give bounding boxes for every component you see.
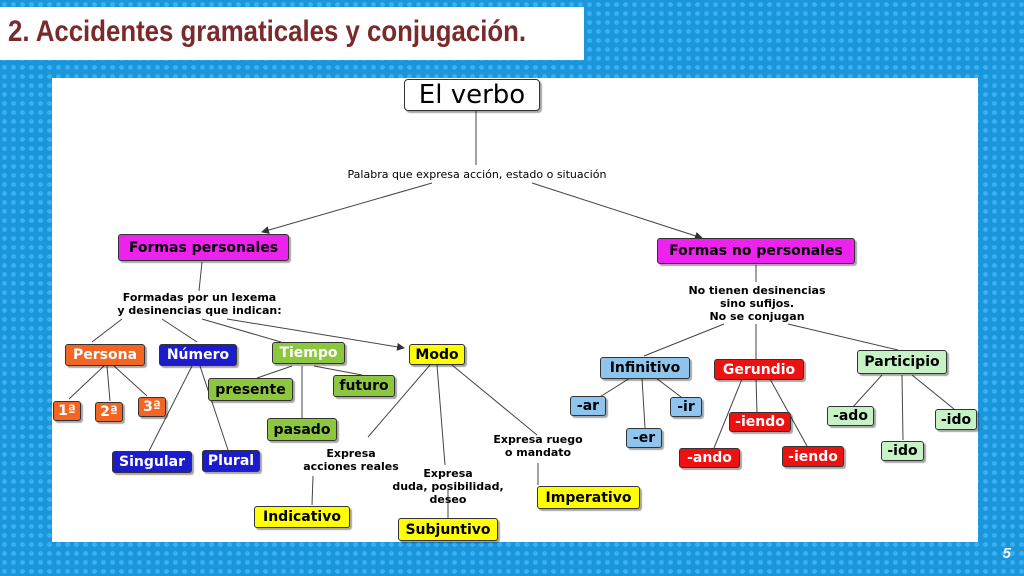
- node-infinitivo-ar: -ar: [570, 396, 606, 416]
- node-plural: Plural: [202, 450, 260, 472]
- formas-no-personales-desc: No tienen desinencias sino sufijos. No s…: [662, 284, 852, 323]
- node-gerundio: Gerundio: [714, 359, 804, 380]
- node-participio-ido: -ido: [881, 441, 924, 461]
- node-formas-personales: Formas personales: [118, 234, 289, 261]
- page-number: 5: [1002, 545, 1011, 562]
- node-persona: Persona: [65, 344, 145, 366]
- node-formas-no-personales: Formas no personales: [657, 238, 855, 264]
- indicativo-desc-line: acciones reales: [303, 460, 399, 473]
- formas-personales-desc-line: Formadas por un lexema: [122, 291, 277, 304]
- indicativo-desc-line: Expresa: [326, 447, 376, 460]
- node-singular: Singular: [112, 451, 192, 473]
- node-gerundio-ando: -ando: [679, 448, 740, 468]
- node-gerundio-iendo: -iendo: [729, 412, 791, 432]
- connector-lines: [68, 110, 955, 518]
- node-modo: Modo: [409, 344, 465, 365]
- root-description: Palabra que expresa acción, estado o sit…: [347, 168, 607, 181]
- formas-no-personales-desc-line: sino sufijos.: [719, 297, 795, 310]
- node-infinitivo-ir: -ir: [670, 397, 702, 417]
- node-pasado: pasado: [267, 418, 337, 441]
- node-participio: Participio: [857, 350, 947, 374]
- slide-title: 2. Accidentes gramaticales y conjugación…: [8, 15, 527, 48]
- node-participio-ido-2: -ido: [935, 409, 977, 430]
- node-imperativo: Imperativo: [537, 486, 640, 509]
- node-gerundio-iendo-2: -iendo: [782, 446, 844, 467]
- node-subjuntivo: Subjuntivo: [398, 518, 498, 541]
- imperativo-desc: Expresa ruego o mandato: [483, 433, 593, 459]
- node-persona-2: 2ª: [95, 402, 123, 422]
- concept-map-panel: El verbo Palabra que expresa acción, est…: [52, 78, 978, 542]
- subjuntivo-desc-line: deseo: [429, 493, 467, 506]
- subjuntivo-desc-line: Expresa: [423, 467, 473, 480]
- imperativo-desc-line: Expresa ruego: [493, 433, 583, 446]
- node-tiempo: Tiempo: [272, 342, 345, 364]
- slide-title-box: 2. Accidentes gramaticales y conjugación…: [0, 7, 584, 60]
- node-numero: Número: [159, 344, 237, 366]
- subjuntivo-desc-line: duda, posibilidad,: [392, 480, 504, 493]
- node-presente: presente: [208, 378, 293, 401]
- subjuntivo-desc: Expresa duda, posibilidad, deseo: [387, 467, 509, 506]
- formas-no-personales-desc-line: No se conjugan: [709, 310, 805, 323]
- node-infinitivo-er: -er: [626, 428, 662, 448]
- node-persona-3: 3ª: [138, 397, 166, 417]
- indicativo-desc: Expresa acciones reales: [298, 447, 404, 473]
- root-node-el-verbo: El verbo: [404, 79, 540, 111]
- formas-personales-desc: Formadas por un lexema y desinencias que…: [107, 291, 292, 317]
- formas-personales-desc-line: y desinencias que indican:: [117, 304, 282, 317]
- node-persona-1: 1ª: [53, 401, 81, 421]
- imperativo-desc-line: o mandato: [504, 446, 572, 459]
- formas-no-personales-desc-line: No tienen desinencias: [688, 284, 826, 297]
- node-participio-ado: -ado: [827, 406, 874, 426]
- node-futuro: futuro: [333, 375, 395, 397]
- node-indicativo: Indicativo: [254, 506, 350, 528]
- node-infinitivo: Infinitivo: [600, 357, 690, 379]
